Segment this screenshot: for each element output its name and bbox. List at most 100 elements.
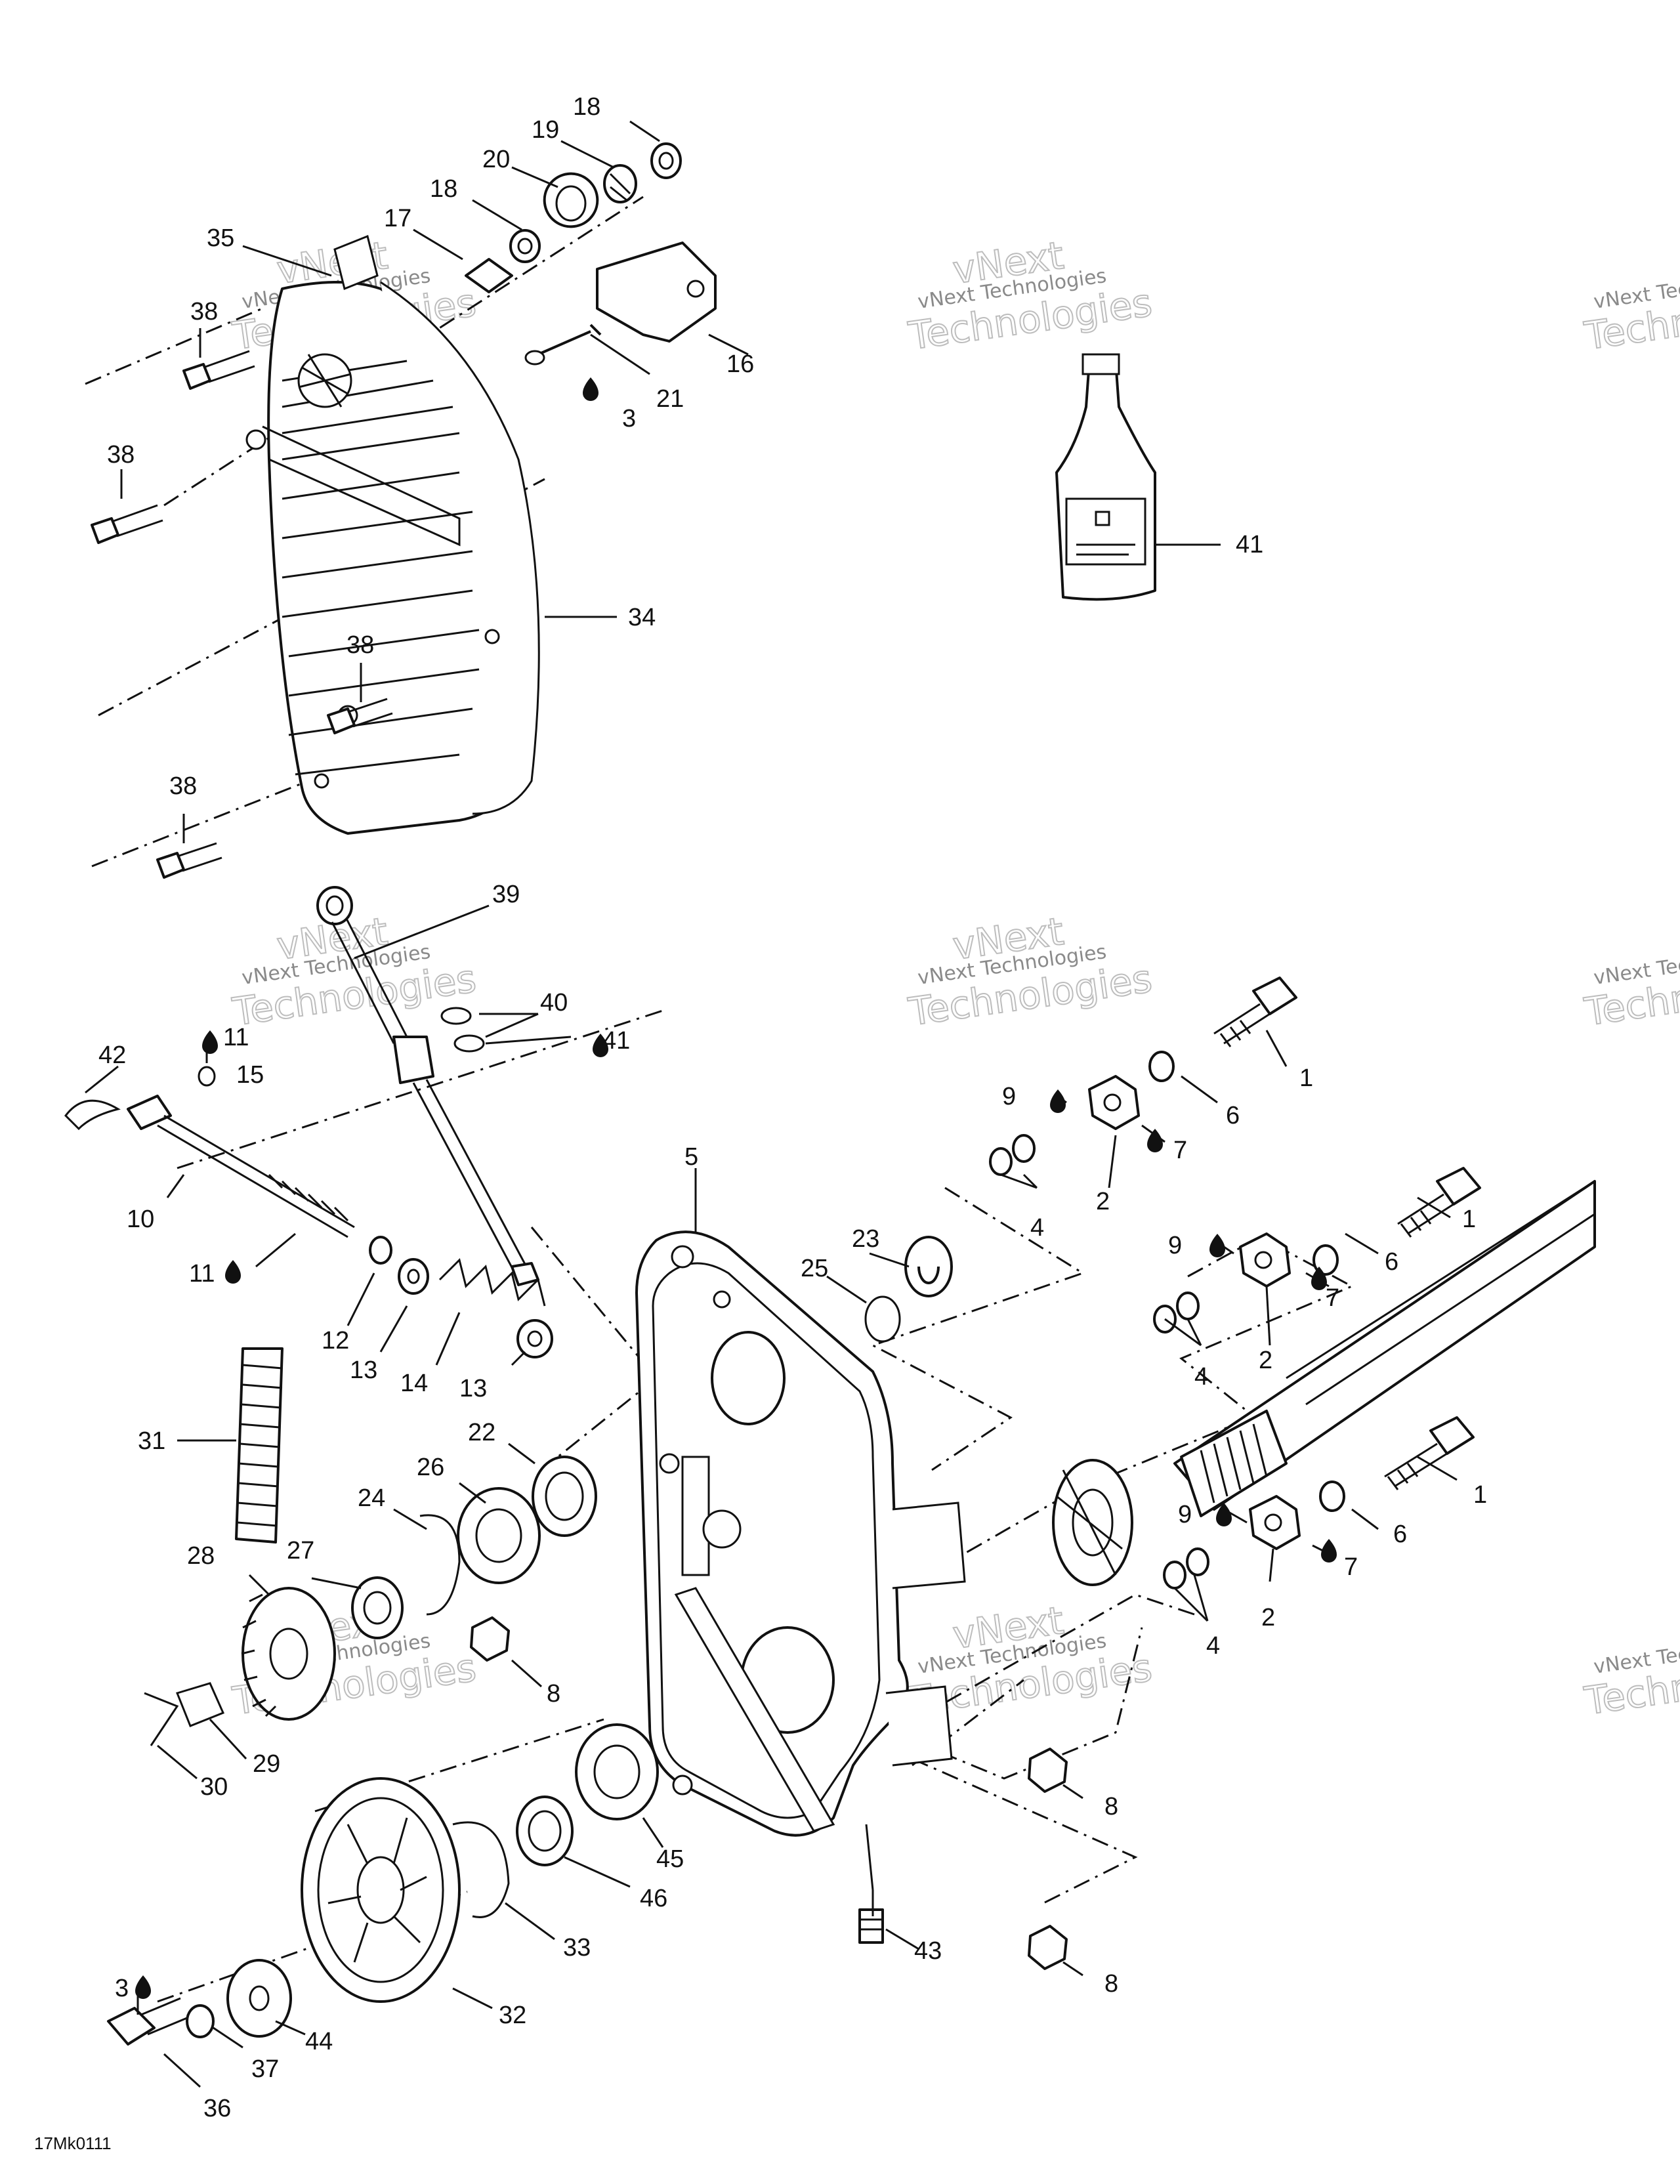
cover-gasket <box>380 281 540 815</box>
bolt-36 <box>107 2007 156 2046</box>
callout-2-a: 2 <box>1096 1188 1110 1215</box>
callout-7-a: 7 <box>1173 1137 1187 1164</box>
callout-38-b: 38 <box>107 441 135 469</box>
watermark: vNext Technologies Technologies vNext <box>905 908 1155 1035</box>
callout-1-a: 1 <box>1299 1064 1313 1092</box>
callout-3-top: 3 <box>622 405 636 432</box>
callout-33: 33 <box>563 1934 591 1962</box>
oil-drop-icon <box>225 1260 241 1284</box>
o-ring-15 <box>198 1066 216 1087</box>
housing-upper-bore <box>711 1331 786 1425</box>
watermark: vNext Technologies Technologies <box>1581 264 1680 359</box>
cotter-pin-30 <box>144 1692 179 1746</box>
washer-37 <box>186 2004 215 2038</box>
centerline <box>912 1679 1024 1767</box>
callout-18-mid: 18 <box>430 175 457 203</box>
cover-sprocket-detail <box>297 353 352 408</box>
centerline <box>91 780 309 868</box>
callout-4-b: 4 <box>1194 1363 1208 1391</box>
tensioner-rod <box>64 1066 553 1358</box>
spring-14 <box>438 1258 546 1307</box>
tensioner-assembly <box>465 142 717 366</box>
bolt-stack-lower <box>1163 1416 1475 1589</box>
oil-drop-icon <box>1321 1539 1337 1563</box>
oil-drop-icon <box>583 377 598 401</box>
oil-drop-icon <box>593 1034 608 1057</box>
callout-32: 32 <box>499 2002 526 2029</box>
callout-8-c: 8 <box>1104 1970 1118 1998</box>
callout-9-a: 9 <box>1002 1083 1016 1110</box>
bushing-17 <box>465 258 513 293</box>
callout-1-c: 1 <box>1473 1481 1487 1509</box>
centerline <box>163 196 644 507</box>
callout-29: 29 <box>253 1750 280 1778</box>
callout-44: 44 <box>305 2028 333 2055</box>
callout-37: 37 <box>251 2055 279 2083</box>
callout-38-a: 38 <box>190 298 218 326</box>
cover-bolt-boss <box>245 429 266 450</box>
centerline <box>870 1186 1085 1471</box>
callout-35: 35 <box>207 224 234 252</box>
callout-36: 36 <box>203 2095 231 2122</box>
callout-3-bottom: 3 <box>115 1975 129 2002</box>
washer-12 <box>369 1236 392 1265</box>
callout-6-b: 6 <box>1385 1248 1398 1276</box>
callout-1-b: 1 <box>1462 1206 1476 1233</box>
oil-drop-icon <box>1147 1129 1163 1152</box>
callout-42: 42 <box>98 1041 126 1069</box>
callout-38-c: 38 <box>346 631 374 659</box>
callout-14: 14 <box>400 1370 428 1397</box>
o-ring-25 <box>864 1295 901 1343</box>
set-screw-43 <box>858 1908 884 1944</box>
bolt-stack-upper <box>989 976 1297 1176</box>
callout-9-c: 9 <box>1178 1501 1192 1528</box>
oil-drop-icon <box>1050 1089 1066 1113</box>
callout-18-top: 18 <box>573 93 600 121</box>
callout-13-a: 13 <box>350 1356 377 1384</box>
callout-31: 31 <box>138 1427 165 1455</box>
callout-labels: 18 19 20 18 17 35 38 16 3 21 38 41 34 38… <box>98 93 1487 2122</box>
callout-25: 25 <box>801 1255 828 1282</box>
callout-5: 5 <box>684 1143 698 1171</box>
callout-11-top: 11 <box>223 1024 249 1051</box>
callout-30: 30 <box>200 1773 228 1801</box>
oil-bottle-icon <box>1055 353 1156 601</box>
callout-21: 21 <box>656 385 684 413</box>
oil-drop-icon <box>1209 1234 1225 1257</box>
callout-40: 40 <box>540 989 568 1017</box>
watermark: vNext Technologies Technologies <box>1581 1629 1680 1724</box>
callout-4-a: 4 <box>1030 1214 1044 1242</box>
callout-17: 17 <box>384 205 411 232</box>
watermark: vNext Technologies Technologies vNext <box>905 232 1155 359</box>
dipstick <box>316 886 539 1286</box>
chaincase-cover <box>245 234 540 835</box>
bolt-21 <box>537 324 602 356</box>
callout-39: 39 <box>492 881 520 908</box>
cover-bolt-boss <box>484 629 500 644</box>
drive-chain <box>235 1347 284 1544</box>
callout-16: 16 <box>726 350 754 378</box>
callout-7-b: 7 <box>1326 1284 1339 1312</box>
callout-27: 27 <box>287 1537 314 1564</box>
callout-19: 19 <box>532 116 559 144</box>
bearing-23 <box>904 1236 953 1297</box>
cover-tab <box>333 234 379 291</box>
callout-22: 22 <box>468 1419 495 1446</box>
cover-bolt-boss <box>314 773 329 789</box>
callout-38-d: 38 <box>169 772 197 800</box>
hair-pin-42 <box>64 1099 121 1131</box>
circlip-24 <box>419 1514 461 1616</box>
oil-drop-icon <box>135 1975 151 1999</box>
callout-23: 23 <box>852 1225 879 1253</box>
callout-8-b: 8 <box>1104 1793 1118 1820</box>
callout-11-mid: 11 <box>189 1260 215 1288</box>
callout-46: 46 <box>640 1885 667 1912</box>
oil-drop-icons <box>135 377 1337 1999</box>
callout-41-mid: 41 <box>602 1027 630 1055</box>
castle-nut-29 <box>175 1682 225 1727</box>
centerline <box>530 1227 658 1458</box>
callout-9-b: 9 <box>1168 1232 1182 1259</box>
callout-8-a: 8 <box>547 1680 560 1708</box>
oil-drop-icon <box>1311 1267 1327 1290</box>
